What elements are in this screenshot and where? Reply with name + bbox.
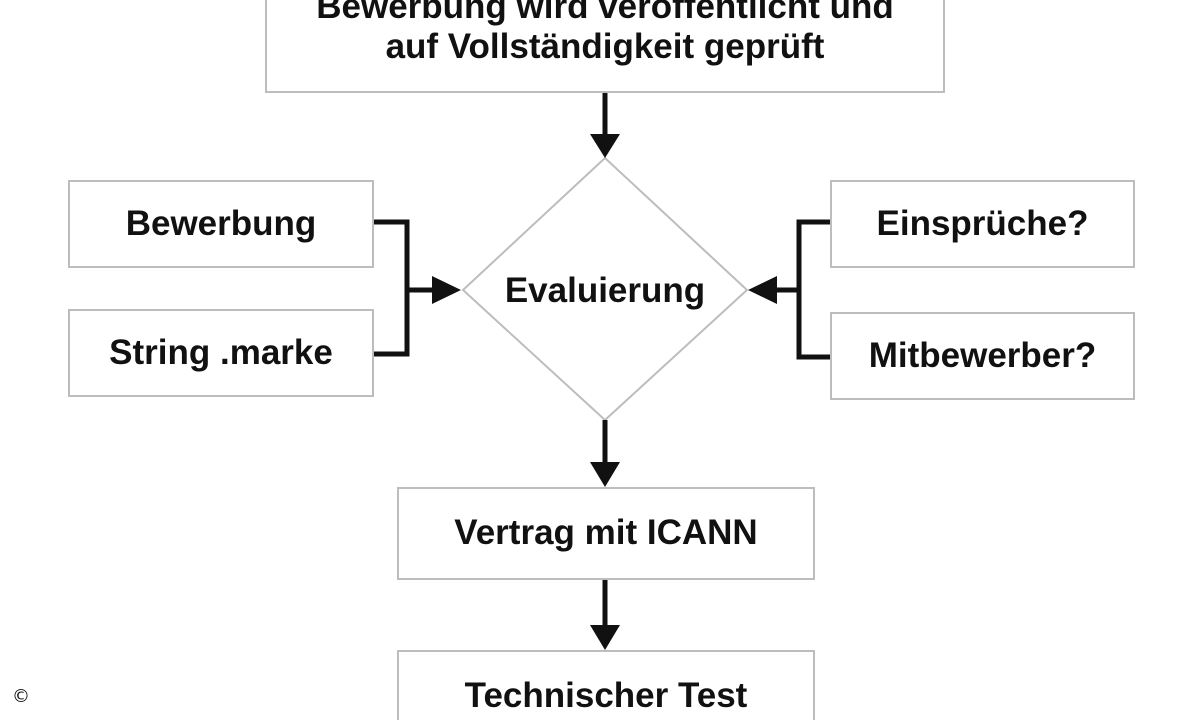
competitors-input-label: Mitbewerber? bbox=[868, 335, 1097, 375]
left-inputs-to-evaluation-head bbox=[432, 276, 461, 304]
arrow-top-to-evaluation-head bbox=[590, 134, 620, 158]
technical-test-label: Technischer Test bbox=[464, 676, 748, 715]
publication-check-box: Bewerbung wird veröffentlicht und auf Vo… bbox=[265, 0, 945, 93]
left-input-bracket bbox=[373, 219, 410, 357]
icann-contract-box: Vertrag mit ICANN bbox=[397, 487, 815, 580]
objections-input-box: Einsprüche? bbox=[830, 180, 1135, 268]
arrow-contract-to-test-head bbox=[590, 625, 620, 650]
copyright-icon: © bbox=[9, 684, 33, 708]
application-input-box: Bewerbung bbox=[68, 180, 374, 268]
technical-test-box: Technischer Test bbox=[397, 650, 815, 720]
objections-input-label: Einsprüche? bbox=[876, 203, 1089, 243]
string-input-label: String .marke bbox=[109, 332, 333, 372]
right-inputs-to-evaluation-head bbox=[748, 276, 777, 304]
publication-check-line-2: auf Vollständigkeit geprüft bbox=[385, 26, 825, 66]
evaluation-decision-label: Evaluierung bbox=[504, 271, 706, 310]
arrow-evaluation-to-contract-head bbox=[590, 462, 620, 487]
competitors-input-box: Mitbewerber? bbox=[830, 312, 1135, 400]
application-input-label: Bewerbung bbox=[125, 203, 317, 243]
publication-check-line-1: Bewerbung wird veröffentlicht und bbox=[316, 0, 894, 26]
string-input-box: String .marke bbox=[68, 309, 374, 397]
icann-contract-label: Vertrag mit ICANN bbox=[454, 513, 758, 553]
right-input-bracket bbox=[796, 219, 832, 360]
